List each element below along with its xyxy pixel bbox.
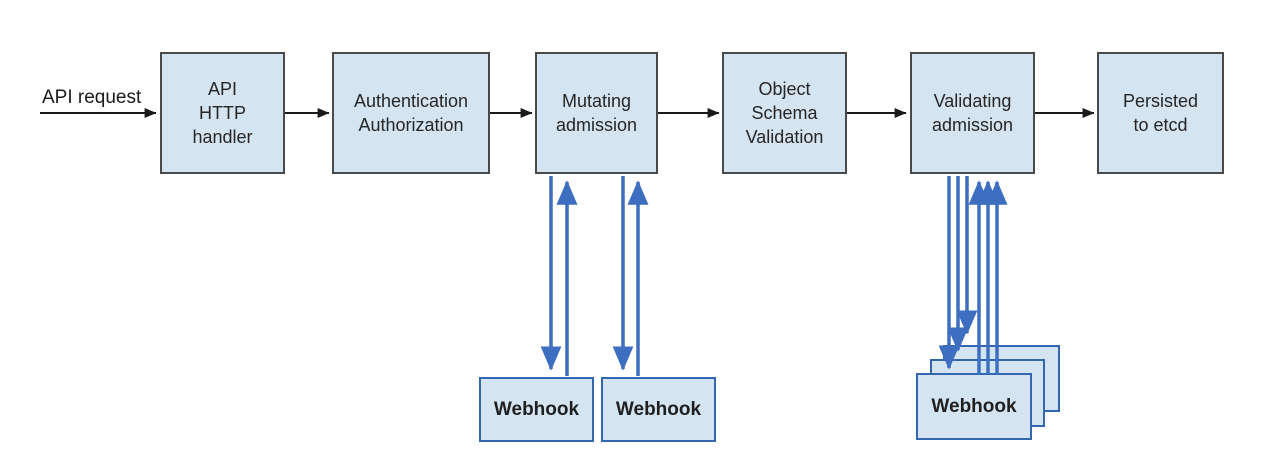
stage-validating-admission: Validating admission bbox=[910, 52, 1035, 174]
stage-authentication-authorization: Authentication Authorization bbox=[332, 52, 490, 174]
mutating-webhook-box-2: Webhook bbox=[601, 377, 716, 442]
stage-mutating-admission: Mutating admission bbox=[535, 52, 658, 174]
validating-webhook-stack-front: Webhook bbox=[916, 373, 1032, 440]
mutating-webhook-box-1: Webhook bbox=[479, 377, 594, 442]
stage-persisted-to-etcd: Persisted to etcd bbox=[1097, 52, 1224, 174]
stage-api-http-handler: API HTTP handler bbox=[160, 52, 285, 174]
api-request-label: API request bbox=[42, 87, 142, 108]
stage-object-schema-validation: Object Schema Validation bbox=[722, 52, 847, 174]
mutating-webhook-arrows bbox=[540, 176, 649, 376]
